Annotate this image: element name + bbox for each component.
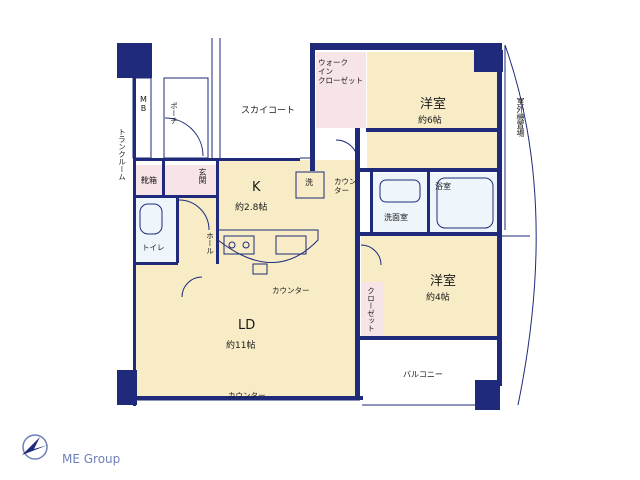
balcony-label: バルコニー [403, 370, 443, 379]
floor-ld [135, 262, 359, 398]
hall-label: ホール [205, 232, 215, 255]
counter-kitchen-label: カウンター [272, 286, 310, 295]
kitchen-fixtures [223, 235, 307, 275]
outdoor-unit-label: 室外機置場 [516, 97, 525, 137]
bathroom-label: 浴室 [435, 182, 451, 191]
thin-lines [132, 38, 537, 406]
stove-icon [223, 235, 255, 255]
shoe-box-label: 靴箱 [141, 176, 157, 185]
closet-label: クローゼット [366, 287, 376, 332]
kitchen-area: 約2.8帖 [235, 203, 268, 213]
ld-area: 約11帖 [226, 341, 256, 351]
sink-icon [275, 235, 307, 255]
porch-label: ポーチ [169, 102, 179, 125]
me-group-logo [22, 434, 48, 460]
western2-area: 約4帖 [426, 293, 450, 303]
floor-western2 [361, 236, 499, 336]
floor-kitchen [218, 160, 358, 270]
washroom-label: 洗面室 [384, 213, 408, 222]
walls [117, 43, 503, 410]
sky-court-label: スカイコート [241, 106, 296, 116]
toilet-label: トイレ [142, 243, 165, 252]
walkin-closet-label: ウォーク イン クローゼット [318, 58, 363, 85]
entrance-label: 玄関 [198, 168, 207, 184]
western1-name: 洋室 [420, 97, 447, 112]
ld-name: LD [238, 318, 256, 333]
floor-walkin [316, 52, 366, 128]
floor-washroom [372, 173, 428, 233]
floors [135, 52, 499, 398]
logo-text: ME Group [62, 452, 121, 466]
counter-small-label: カウンター [334, 177, 357, 195]
floor-bath [429, 173, 499, 233]
floor-entrance [165, 165, 218, 195]
western2-name: 洋室 [430, 274, 457, 289]
mb-label: MB [139, 95, 148, 113]
floor-shoebox [135, 165, 164, 195]
counter-bottom-label: カウンター [228, 391, 266, 400]
kitchen-name: K [252, 180, 261, 195]
floor-closet [361, 282, 383, 337]
washer-label: 洗 [305, 178, 313, 187]
trunk-room-label: トランクルーム [117, 128, 127, 181]
western1-area: 約6帖 [418, 116, 442, 126]
